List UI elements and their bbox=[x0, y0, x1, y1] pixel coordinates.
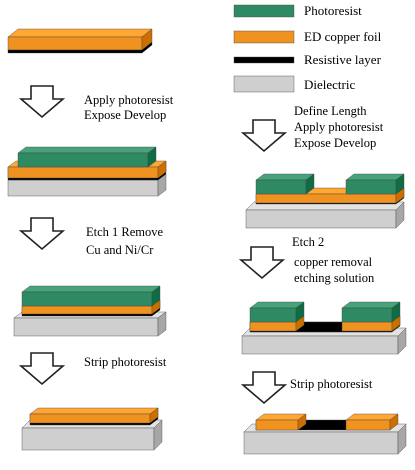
legend bbox=[233, 4, 295, 93]
right-step-2-line-1: Etch 2 bbox=[292, 235, 325, 249]
left-stage-4 bbox=[21, 407, 163, 451]
left-stage-2 bbox=[7, 146, 167, 197]
left-step-2-line-1: Etch 1 Remove bbox=[86, 225, 164, 239]
legend-swatch-dielectric bbox=[233, 75, 295, 93]
right-stage-2 bbox=[241, 301, 407, 355]
left-step-1-line-2: Expose Develop bbox=[84, 108, 167, 122]
right-step-3-line-1: Strip photoresist bbox=[290, 377, 373, 391]
left-arrow-1 bbox=[20, 85, 64, 118]
left-stage-1 bbox=[7, 28, 153, 54]
right-stage-3 bbox=[243, 413, 407, 455]
right-step-1-line-1: Define Length bbox=[294, 104, 367, 118]
right-step-2-line-3: etching solution bbox=[294, 271, 375, 285]
left-step-3-line-1: Strip photoresist bbox=[84, 355, 167, 369]
legend-label-dielectric: Dielectric bbox=[304, 77, 356, 92]
legend-label-resistive: Resistive layer bbox=[304, 52, 381, 67]
right-arrow-3 bbox=[242, 371, 286, 404]
right-arrow-1 bbox=[242, 119, 286, 152]
right-step-2-line-2: copper removal bbox=[294, 255, 373, 269]
right-step-1-line-2: Apply photoresist bbox=[294, 120, 384, 134]
legend-swatch-resistive bbox=[233, 56, 295, 64]
right-step-1-line-3: Expose Develop bbox=[294, 136, 377, 150]
left-arrow-3 bbox=[20, 352, 64, 385]
left-step-2-line-2: Cu and Ni/Cr bbox=[86, 243, 154, 257]
right-arrow-2 bbox=[240, 246, 284, 279]
left-stage-3 bbox=[13, 285, 167, 337]
left-step-1-line-1: Apply photoresist bbox=[84, 93, 174, 107]
right-stage-1 bbox=[245, 173, 405, 229]
legend-swatch-copper bbox=[233, 30, 295, 44]
legend-label-photoresist: Photoresist bbox=[304, 3, 362, 18]
legend-swatch-photoresist bbox=[233, 4, 295, 18]
legend-label-copper: ED copper foil bbox=[304, 29, 382, 44]
left-arrow-2 bbox=[20, 217, 64, 250]
